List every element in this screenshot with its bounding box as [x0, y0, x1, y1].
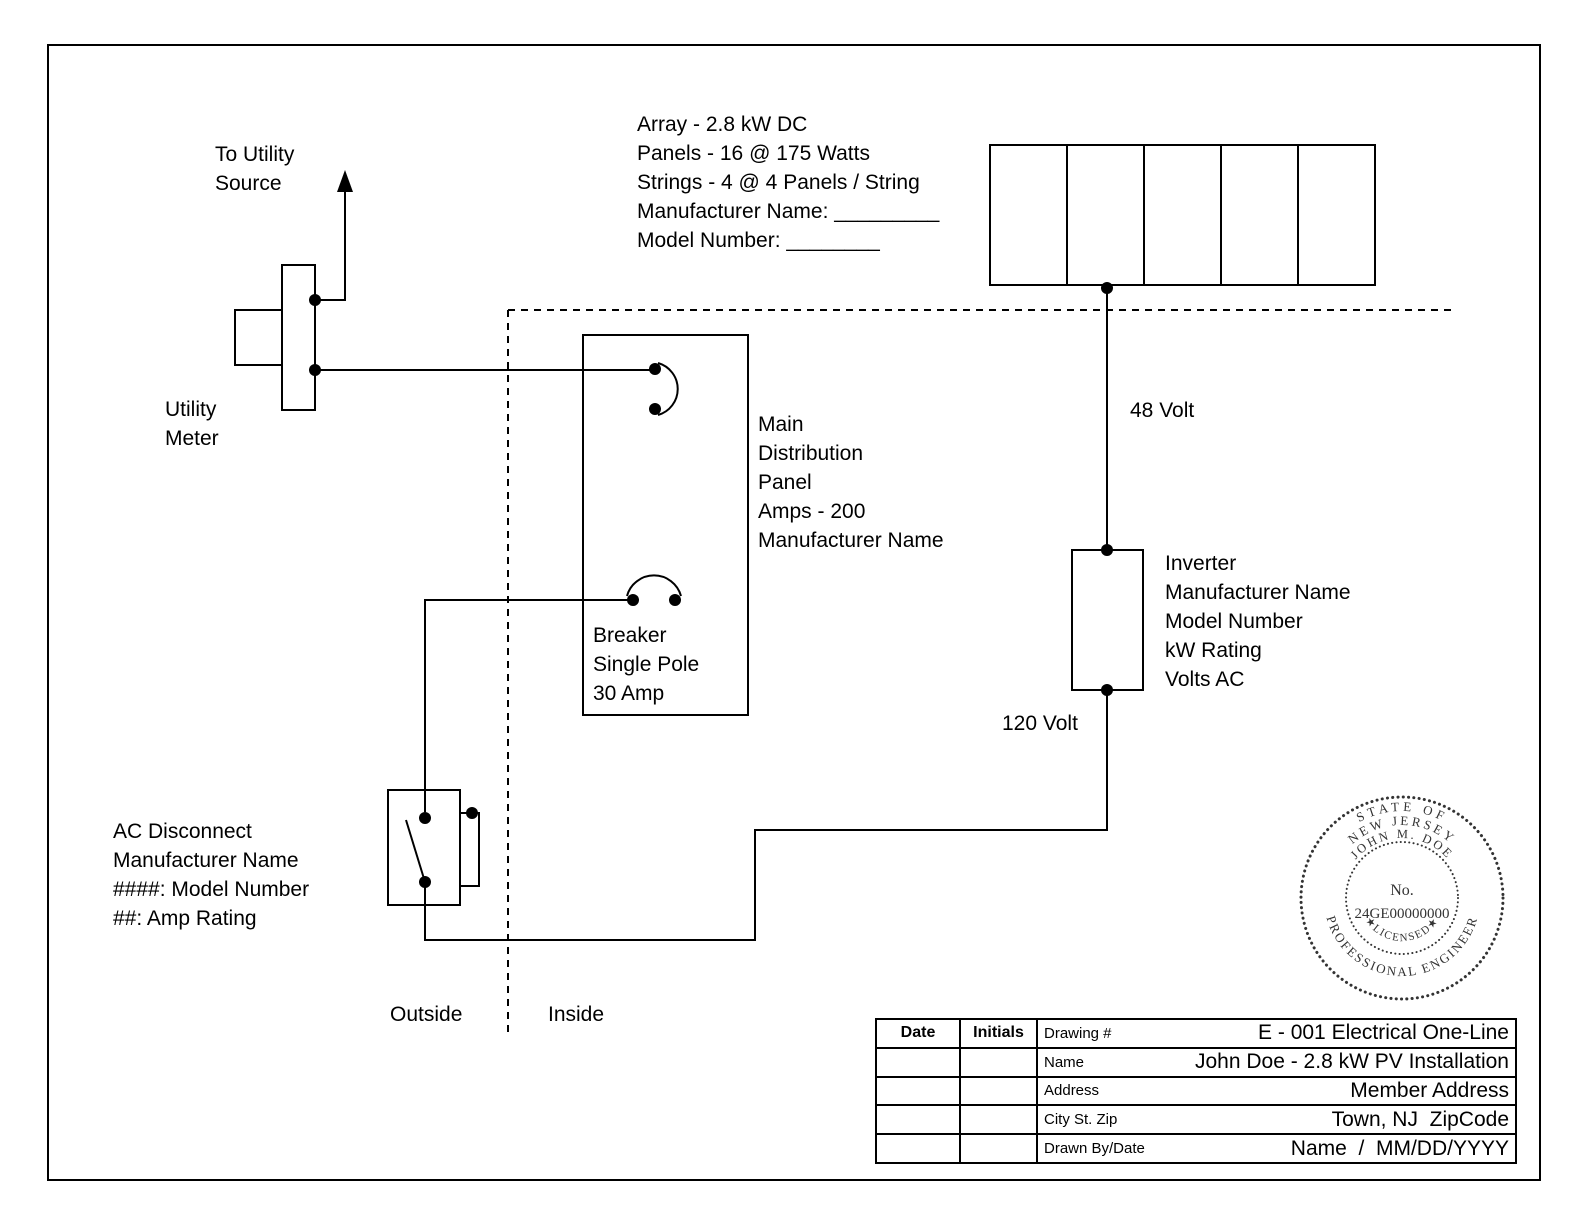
title-block-empty-cell	[959, 1075, 1038, 1107]
title-block-empty-cell	[875, 1075, 961, 1107]
title-block-row: Name John Doe - 2.8 kW PV Installation	[875, 1046, 1517, 1078]
connection-dots	[309, 282, 1113, 888]
drawing-border	[47, 44, 1541, 1181]
pv-array-info-label: Array - 2.8 kW DC Panels - 16 @ 175 Watt…	[637, 113, 940, 252]
main-panel-info-label: Main Distribution Panel Amps - 200 Manuf…	[758, 413, 944, 552]
title-block-empty-cell	[959, 1104, 1038, 1136]
pe-stamp: STATE OF NEW JERSEY JOHN M. DOE No. 24GE…	[1299, 795, 1505, 1001]
title-block-row-label: Drawing #	[1044, 1024, 1112, 1042]
title-block-empty-cell	[875, 1104, 961, 1136]
stamp-professional-engineer-text: PROFESSIONAL ENGINEER	[1323, 914, 1480, 979]
title-block-row-value: Member Address	[1350, 1078, 1509, 1102]
dc-voltage-label: 48 Volt	[1130, 399, 1195, 422]
inside-outside-boundary-line	[507, 309, 1455, 1035]
to-utility-arrow	[315, 170, 353, 301]
breaker-info-label: Breaker Single Pole 30 Amp	[593, 624, 700, 705]
title-block-row: Drawn By/Date Name / MM/DD/YYYY	[875, 1133, 1517, 1164]
wire-inverter-to-disconnect	[424, 690, 1108, 941]
title-block: Date Initials Drawing # E - 001 Electric…	[875, 1018, 1517, 1164]
ac-voltage-label: 120 Volt	[1002, 712, 1078, 735]
main-breaker-arc	[657, 362, 679, 416]
title-block-row-label: Name	[1044, 1053, 1085, 1071]
stamp-outer-ring	[1299, 795, 1505, 1001]
stamp-no-label: No.	[1390, 882, 1414, 899]
title-block-row-value: E - 001 Electrical One-Line	[1258, 1021, 1509, 1045]
inverter-info-label: Inverter Manufacturer Name Model Number …	[1165, 552, 1351, 691]
title-block-row-label: Drawn By/Date	[1044, 1140, 1145, 1158]
title-block-date-header: Date	[875, 1018, 961, 1049]
ac-disconnect-switch	[405, 790, 480, 905]
pv-breaker-arc	[626, 574, 682, 597]
utility-meter-symbol	[234, 264, 316, 411]
title-block-empty-cell	[875, 1046, 961, 1078]
title-block-empty-cell	[875, 1133, 961, 1164]
title-block-row-value: Town, NJ ZipCode	[1331, 1107, 1509, 1131]
stamp-inner-ring	[1345, 841, 1459, 955]
title-block-row: City St. Zip Town, NJ ZipCode	[875, 1104, 1517, 1136]
title-block-row-label: City St. Zip	[1044, 1111, 1118, 1129]
title-block-empty-cell	[959, 1133, 1038, 1164]
title-block-row-value: Name / MM/DD/YYYY	[1290, 1136, 1509, 1160]
title-block-row: Address Member Address	[875, 1075, 1517, 1107]
title-block-initials-header: Initials	[959, 1018, 1038, 1049]
inside-label: Inside	[548, 1003, 605, 1026]
ac-disconnect-info-label: AC Disconnect Manufacturer Name ####: Mo…	[113, 820, 310, 930]
title-block-empty-cell	[959, 1046, 1038, 1078]
pv-array-symbol	[989, 144, 1376, 286]
stamp-license-number: 24GE00000000	[1355, 906, 1450, 922]
inverter-box	[1071, 549, 1144, 691]
main-distribution-panel-box	[582, 334, 749, 716]
title-block-row-label: Address	[1044, 1082, 1100, 1100]
outside-label: Outside	[390, 1003, 463, 1026]
wire-panel-to-disconnect	[424, 599, 633, 790]
to-utility-source-label: To Utility Source	[215, 143, 295, 195]
title-block-row-value: John Doe - 2.8 kW PV Installation	[1195, 1050, 1509, 1074]
title-block-row: Date Initials Drawing # E - 001 Electric…	[875, 1018, 1517, 1049]
utility-meter-label: Utility Meter	[165, 398, 219, 450]
